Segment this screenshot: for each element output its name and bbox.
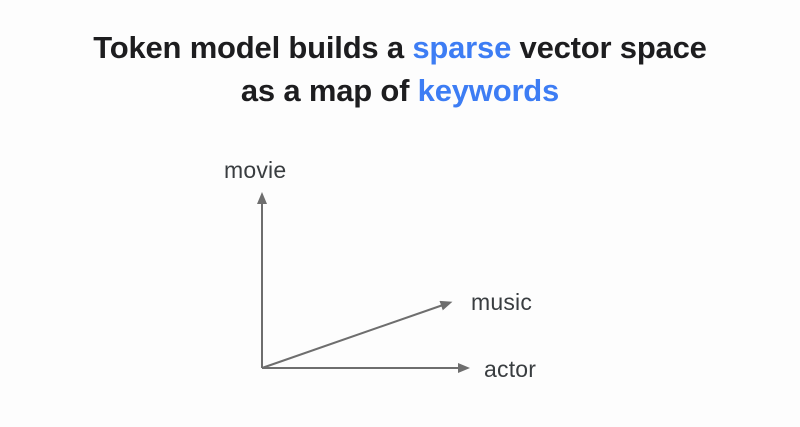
slide-title: Token model builds a sparse vector space…: [0, 26, 800, 112]
axis-label-music: music: [471, 289, 533, 315]
vector-music-arrow: [261, 300, 453, 369]
title-text-segment: vector space: [511, 30, 707, 65]
axis-label-movie: movie: [224, 157, 287, 183]
title-line-2: as a map of keywords: [0, 69, 800, 112]
title-text-segment: Token model builds a: [93, 30, 413, 65]
title-highlight-sparse: sparse: [412, 30, 512, 65]
axis-label-actor: actor: [484, 356, 537, 382]
title-line-1: Token model builds a sparse vector space: [0, 26, 800, 69]
title-text-segment: as a map of: [240, 73, 418, 108]
title-highlight-keywords: keywords: [417, 73, 560, 108]
